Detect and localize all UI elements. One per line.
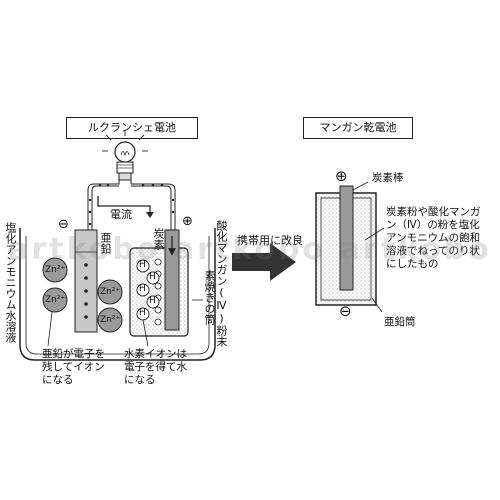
carbon-rod-label: 炭素棒 — [372, 172, 404, 184]
improvement-arrow — [232, 243, 296, 281]
left-plus-sign: ⊕ — [182, 214, 193, 229]
h-ion-label-1: H — [139, 260, 146, 270]
dry-cell-minus-sign: ⊖ — [339, 302, 352, 320]
mno2-label: 酸化マンガン(Ⅳ)粉末 — [215, 220, 228, 347]
beaker-inner — [25, 236, 210, 355]
left-title: ルクランシェ電池 — [66, 117, 198, 139]
zn-ion-label-3: Zn²⁺ — [100, 287, 121, 297]
carbon-label: 炭素 — [152, 228, 165, 250]
arrow-label: 携帯用に改良 — [237, 234, 303, 247]
zinc-label: 亜鉛 — [99, 232, 112, 254]
hydrogen-ions — [136, 259, 160, 321]
current-label: 電流 — [110, 208, 132, 221]
zinc-case-label: 亜鉛筒 — [384, 316, 416, 328]
zinc-note: 亜鉛が電子を 残してイオン になる — [42, 348, 105, 386]
dry-cell — [315, 185, 377, 306]
zn-ion-label-1: Zn²⁺ — [45, 265, 66, 275]
h-ion-label-3: H — [139, 284, 146, 294]
paste-label: 炭素粉や酸化マンガ ン（Ⅳ）の粉を塩化 アンモニウムの飽和 溶液でねってのり状 … — [386, 206, 481, 270]
light-bulb-icon — [102, 130, 148, 181]
beaker — [19, 228, 216, 361]
current-arrow — [97, 196, 154, 218]
h-ion-label-5: H — [139, 308, 146, 318]
zn-ion-label-4: Zn²⁺ — [100, 315, 121, 325]
wire-electrons — [88, 183, 175, 226]
porous-pot-label: 素焼きの筒 — [203, 270, 216, 325]
hydrogen-note: 水素イオンは 電子を得て水 になる — [124, 348, 187, 386]
electrolyte-label: 塩化アンモニウム水溶液 — [4, 222, 17, 343]
right-title: マンガン乾電池 — [303, 117, 413, 139]
circuit-wire — [87, 180, 176, 240]
h-ion-label-2: H — [149, 272, 156, 282]
left-minus-sign: ⊖ — [58, 217, 69, 232]
h-ion-label-4: H — [149, 296, 156, 306]
zinc-electrode — [74, 229, 98, 333]
zinc-ions — [42, 257, 123, 333]
dry-cell-plus-sign: ⊕ — [335, 167, 348, 185]
zn-ion-label-2: Zn²⁺ — [45, 295, 66, 305]
